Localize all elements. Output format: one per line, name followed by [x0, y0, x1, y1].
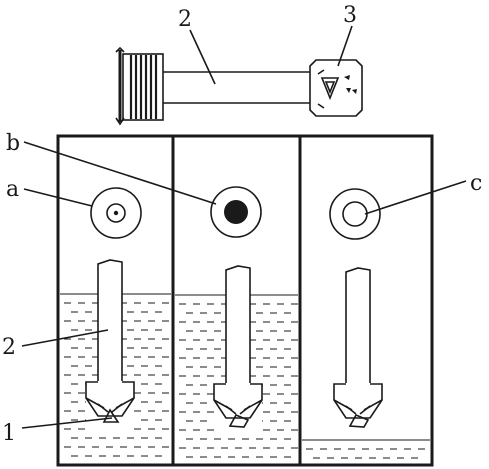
leader-b	[23, 141, 217, 205]
inner-tubes	[85, 259, 383, 433]
leader-left-2	[21, 329, 109, 347]
liquid-chamber-3	[302, 439, 430, 459]
label-c: c	[470, 171, 482, 196]
leader-left-1	[21, 417, 113, 429]
indicator-b	[210, 186, 262, 238]
assembled-tube	[115, 46, 363, 126]
nozzle-housing	[213, 383, 263, 419]
tube-backing	[346, 268, 370, 384]
label-top-tube: 2	[178, 7, 192, 32]
leader-top-tube	[189, 29, 216, 85]
leader-a	[23, 188, 93, 207]
tube-walls	[225, 265, 251, 384]
tube-body	[163, 71, 310, 104]
tube-walls	[345, 267, 371, 384]
nozzle-inner	[345, 405, 371, 415]
container-outline	[56, 134, 434, 467]
inner-tube-1	[85, 259, 135, 431]
nozzle-housing	[333, 383, 383, 419]
thread-lines	[129, 55, 158, 119]
nozzle-backing	[86, 381, 134, 431]
nozzle-backing	[214, 383, 262, 433]
leader-c	[364, 180, 467, 215]
tube-backing	[98, 260, 122, 382]
nozzle-housing	[85, 381, 135, 417]
nozzle-backing	[334, 383, 382, 433]
label-a: a	[6, 177, 19, 202]
label-top-cap: 3	[343, 3, 357, 28]
label-b: b	[6, 131, 20, 156]
tube-threaded-head	[122, 53, 164, 121]
nozzle-cone	[102, 408, 120, 423]
nozzle-ball	[348, 413, 370, 428]
cap-triangle-icon	[320, 77, 340, 101]
tube-cap	[309, 59, 363, 117]
cap-inner-outline	[317, 69, 325, 109]
nozzle-inner	[225, 405, 251, 415]
nozzle-ball	[228, 413, 250, 428]
tube-backing	[226, 266, 250, 384]
tube-walls	[97, 259, 123, 382]
cap-dots	[344, 75, 357, 94]
indicator-a	[90, 187, 142, 239]
inner-tube-2	[213, 265, 263, 433]
indicator-c	[329, 188, 381, 240]
cap-triangle-inner	[324, 81, 336, 95]
leader-top-cap	[337, 25, 353, 67]
inner-tube-3	[333, 267, 383, 433]
nozzle-inner	[97, 403, 123, 413]
label-left-1: 1	[2, 421, 16, 446]
label-left-2: 2	[2, 335, 16, 360]
